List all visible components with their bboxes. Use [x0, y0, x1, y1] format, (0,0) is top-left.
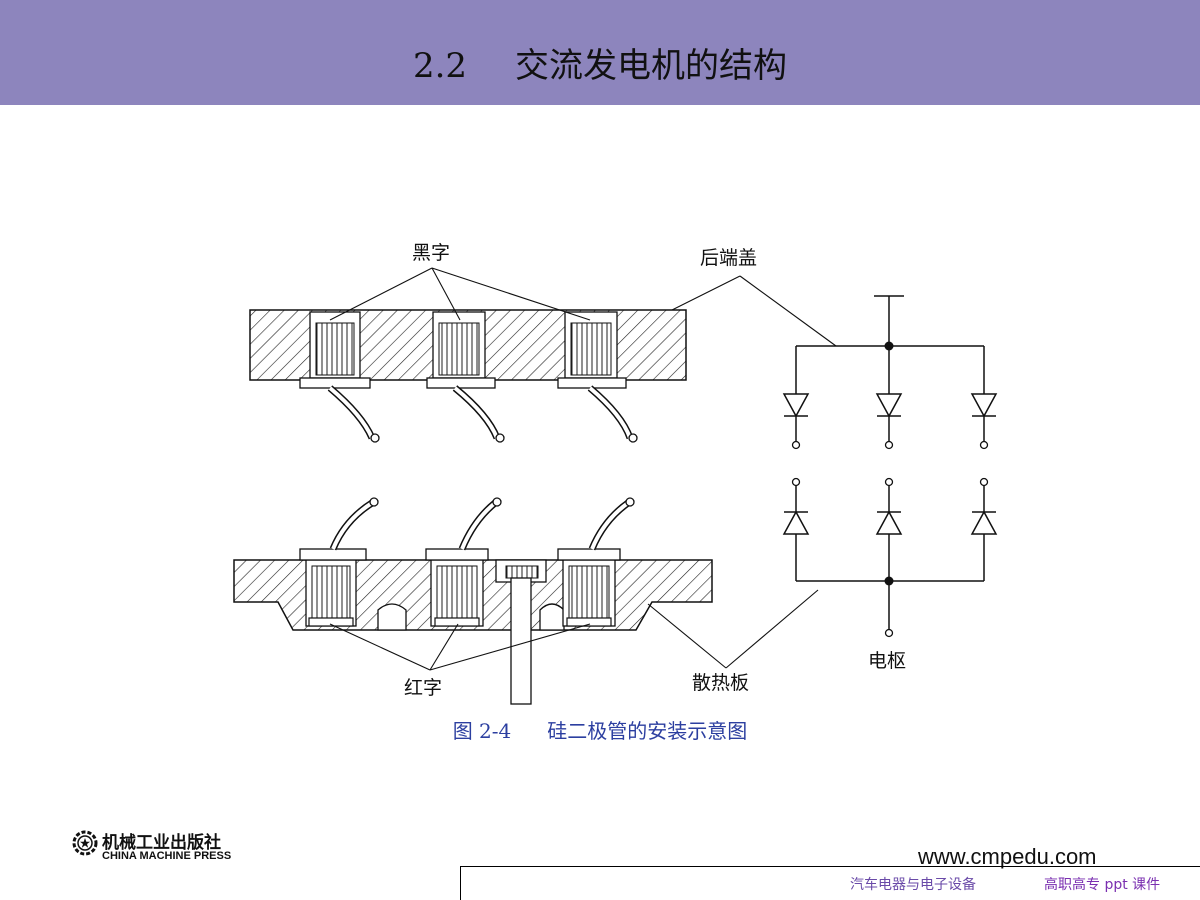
publisher-logo: 机械工业出版社 CHINA MACHINE PRESS	[70, 828, 231, 862]
title-bar: 2.2 交流发电机的结构	[0, 0, 1200, 105]
positive-diodes	[782, 393, 998, 418]
figure-caption: 图 2-4 硅二极管的安装示意图	[0, 715, 1200, 744]
publisher-name-en: CHINA MACHINE PRESS	[102, 850, 232, 862]
footer-course-name: 汽车电器与电子设备	[850, 877, 976, 893]
circuit-terminals	[791, 440, 989, 638]
label-black-char: 黑字	[412, 242, 450, 264]
figure-title: 硅二极管的安装示意图	[547, 719, 748, 743]
section-number: 2.2	[412, 46, 468, 86]
website-url[interactable]: www.cmpedu.com	[918, 844, 1097, 869]
footer-box	[460, 866, 1200, 900]
label-red-char: 红字	[404, 677, 442, 699]
mounting-bolt	[495, 559, 547, 705]
label-rear-end-cover: 后端盖	[700, 247, 757, 269]
upper-diode-3	[557, 311, 638, 443]
circuit-junctions	[884, 341, 894, 586]
label-heat-sink: 散热板	[692, 672, 749, 694]
figure-number: 图 2-4	[452, 719, 512, 743]
label-armature: 电枢	[868, 650, 906, 672]
page-title: 2.2 交流发电机的结构	[0, 38, 1200, 87]
upper-diode-2	[426, 311, 505, 443]
gear-logo-icon	[72, 830, 98, 856]
footer-material-type: 高职高专 ppt 课件	[1044, 877, 1161, 893]
lower-diode-1	[299, 497, 379, 627]
lower-diode-2	[425, 497, 502, 627]
leader-lines	[329, 267, 837, 671]
lower-diode-3	[557, 497, 635, 627]
section-title: 交流发电机的结构	[515, 46, 788, 86]
upper-diode-1	[299, 311, 380, 443]
publisher-name-cn: 机械工业出版社	[102, 833, 221, 853]
negative-diodes	[782, 510, 998, 535]
